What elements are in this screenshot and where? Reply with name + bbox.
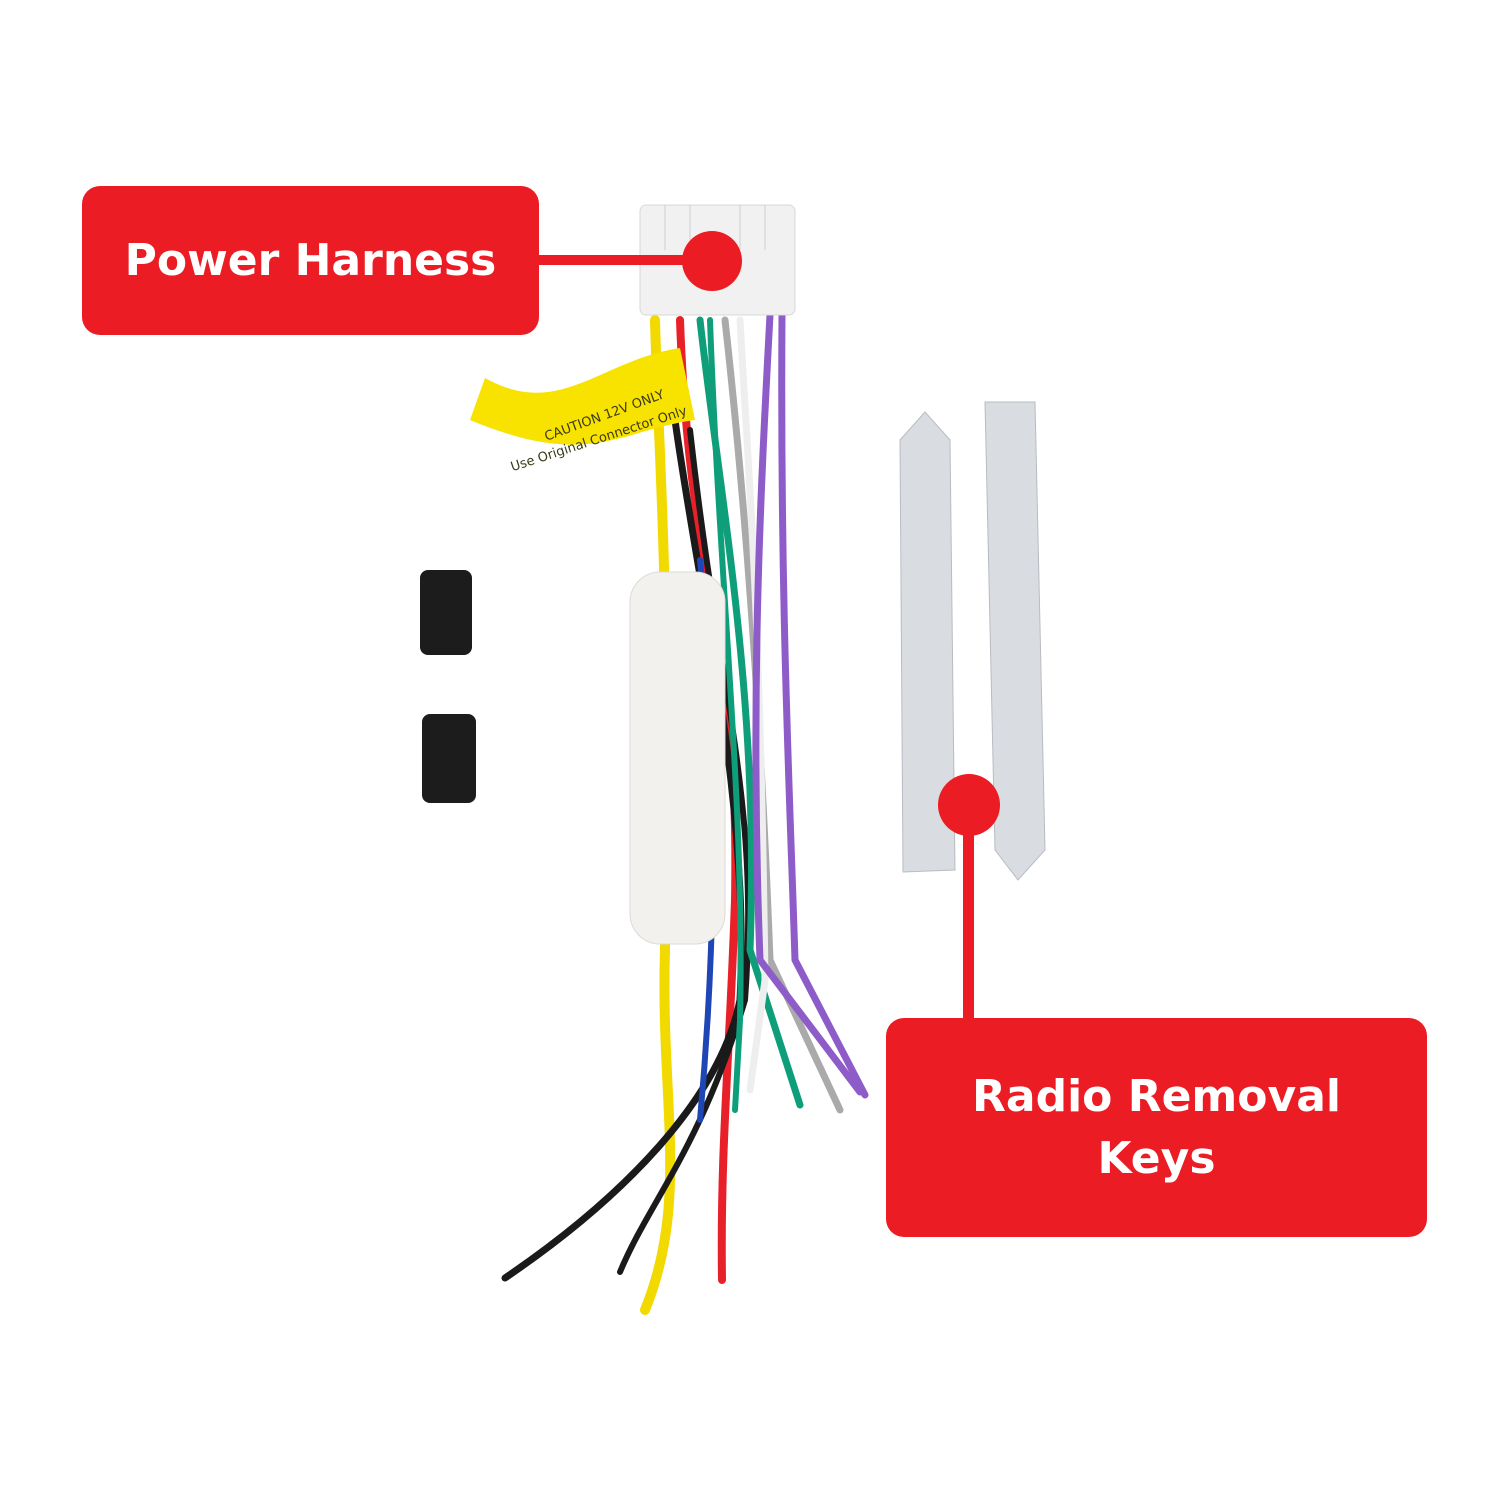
power-harness-label: Power Harness	[82, 186, 539, 335]
callout-line	[963, 805, 974, 1020]
callout-dot	[682, 231, 742, 291]
power-harness-text: Power Harness	[124, 235, 497, 286]
callout-dot	[938, 774, 1000, 836]
radio-keys-text-2: Keys	[1097, 1132, 1216, 1184]
callout-line	[539, 255, 712, 265]
radio-keys-text-1: Radio Removal	[972, 1070, 1341, 1122]
caution-tag	[470, 348, 695, 445]
removal-key	[984, 401, 1046, 881]
clip	[422, 714, 476, 803]
clip	[420, 570, 472, 655]
removal-key	[899, 411, 956, 873]
radio-removal-keys-label: Radio Removal Keys	[886, 1018, 1427, 1237]
fuse-holder	[629, 571, 726, 945]
